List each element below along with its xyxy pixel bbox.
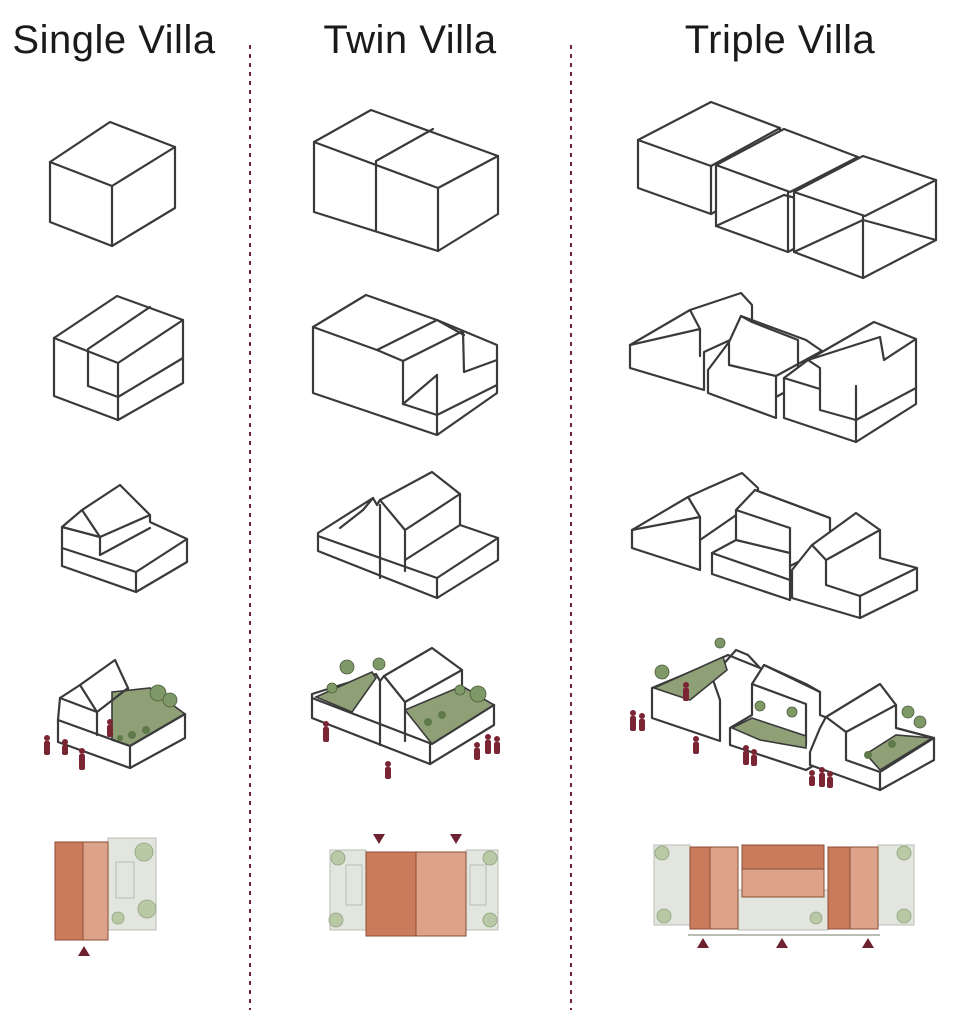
twin-villa-title: Twin Villa xyxy=(323,18,497,62)
single-pitched xyxy=(60,483,189,594)
triple-pitched xyxy=(630,471,919,620)
single-villa-title: Single Villa xyxy=(12,18,216,62)
entrance-arrow-triple-3 xyxy=(862,938,874,948)
entrance-arrow-twin-1 xyxy=(373,834,385,844)
twin-landscaped xyxy=(310,646,500,779)
triple-massing xyxy=(636,100,938,280)
entrance-arrow-triple-2 xyxy=(776,938,788,948)
triple-carved xyxy=(628,291,918,444)
single-roof-plan xyxy=(54,837,157,956)
entrance-arrow-triple-1 xyxy=(697,938,709,948)
single-carved xyxy=(52,294,185,422)
twin-pitched xyxy=(316,470,500,600)
triple-villa-title: Triple Villa xyxy=(684,18,876,62)
twin-massing xyxy=(312,108,500,253)
twin-carved xyxy=(311,293,499,437)
twin-roof-plan xyxy=(328,834,499,937)
triple-landscaped xyxy=(630,637,936,792)
single-landscaped xyxy=(44,658,187,770)
single-massing xyxy=(48,120,177,248)
entrance-arrow-twin-2 xyxy=(450,834,462,844)
entrance-arrow-single xyxy=(78,946,90,956)
triple-roof-plan xyxy=(653,844,915,948)
